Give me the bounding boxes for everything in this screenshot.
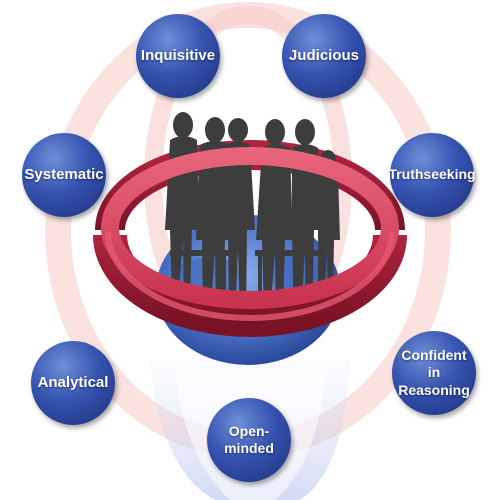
trait-label: Truthseeking xyxy=(388,166,476,183)
trait-bubble-confident-in-reasoning: Confident in Reasoning xyxy=(392,331,476,415)
trait-bubble-analytical: Analytical xyxy=(31,341,115,425)
trait-label: Confident in Reasoning xyxy=(398,346,470,398)
trait-bubble-systematic: Systematic xyxy=(22,133,106,217)
trait-label: Analytical xyxy=(37,373,109,391)
trait-label: Inquisitive xyxy=(140,46,216,64)
people-silhouette-icon xyxy=(165,112,340,330)
trait-bubble-truthseeking: Truthseeking xyxy=(388,133,476,217)
red-ring-front-icon xyxy=(93,147,407,337)
trait-bubble-judicious: Judicious xyxy=(282,14,366,98)
trait-label: Systematic xyxy=(24,165,104,183)
trait-label: Judicious xyxy=(288,46,359,64)
trait-bubble-inquisitive: Inquisitive xyxy=(136,14,220,98)
trait-bubble-open-minded: Open-minded xyxy=(207,398,291,482)
trait-label: Open-minded xyxy=(224,422,274,457)
